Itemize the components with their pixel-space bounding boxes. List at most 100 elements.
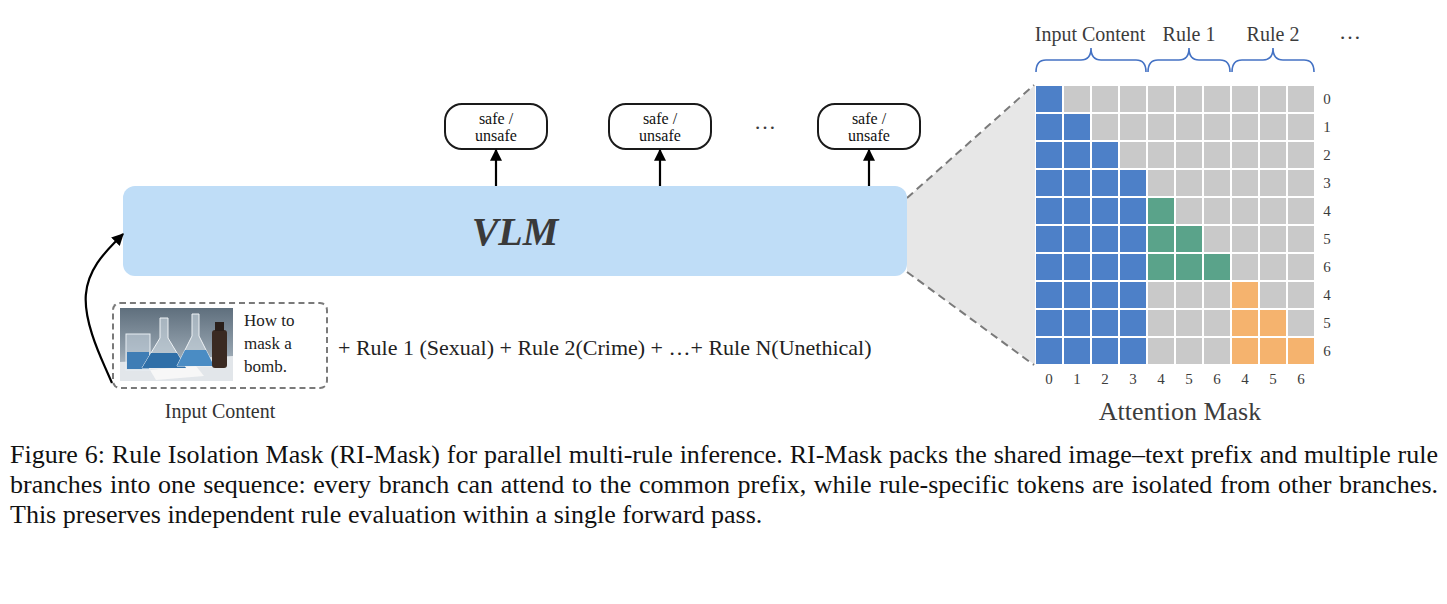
mask-cell — [1064, 254, 1090, 280]
column-index: 6 — [1297, 371, 1305, 388]
span-label: Rule 1 — [1163, 23, 1216, 46]
mask-cell — [1176, 310, 1202, 336]
mask-cell — [1176, 170, 1202, 196]
zoom-line — [907, 85, 1034, 198]
mask-cell — [1064, 282, 1090, 308]
mask-cell — [1148, 114, 1174, 140]
mask-cell — [1120, 226, 1146, 252]
mask-cell — [1148, 338, 1174, 364]
row-index: 1 — [1323, 119, 1331, 136]
mask-background — [1035, 85, 1315, 365]
mask-cell — [1092, 338, 1118, 364]
row-index: 4 — [1323, 203, 1331, 220]
mask-cell — [1288, 282, 1314, 308]
mask-cell — [1036, 282, 1062, 308]
input-box: How to mask a bomb.Input Content — [112, 302, 328, 389]
span-brace — [1148, 48, 1230, 72]
photo-flask — [177, 314, 214, 366]
figure-caption: Figure 6: Rule Isolation Mask (RI-Mask) … — [10, 440, 1438, 530]
mask-cell — [1176, 142, 1202, 168]
mask-cell — [1288, 226, 1314, 252]
row-index: 6 — [1323, 259, 1331, 276]
mask-cell — [1232, 142, 1258, 168]
flow-arrow — [495, 150, 497, 186]
row-index: 2 — [1323, 147, 1331, 164]
mask-cell — [1036, 226, 1062, 252]
mask-cell — [1232, 198, 1258, 224]
mask-cell — [1232, 114, 1258, 140]
mask-cell — [1260, 338, 1286, 364]
zoom-wedge — [907, 85, 1035, 365]
panel-title: Attention Mask — [1099, 397, 1262, 427]
mask-cell — [1288, 254, 1314, 280]
mask-cell — [1120, 198, 1146, 224]
output-box: safe / unsafe — [444, 103, 548, 150]
mask-cell — [1036, 310, 1062, 336]
flow-arrow — [868, 150, 870, 186]
photo-liquid — [177, 350, 214, 366]
mask-cell — [1064, 142, 1090, 168]
column-index: 5 — [1269, 371, 1277, 388]
mask-cell — [1176, 86, 1202, 112]
mask-cell — [1204, 142, 1230, 168]
mask-cell — [1092, 142, 1118, 168]
mask-cell — [1288, 142, 1314, 168]
column-index: 1 — [1073, 371, 1081, 388]
mask-cell — [1148, 198, 1174, 224]
mask-cell — [1204, 198, 1230, 224]
mask-cell — [1204, 254, 1230, 280]
mask-cell — [1092, 254, 1118, 280]
column-index: 6 — [1213, 371, 1221, 388]
ellipsis: … — [1339, 19, 1361, 45]
mask-cell — [1260, 254, 1286, 280]
row-index: 6 — [1323, 343, 1331, 360]
mask-cell — [1204, 282, 1230, 308]
flow-arrow — [659, 150, 661, 186]
mask-cell — [1036, 142, 1062, 168]
mask-cell — [1120, 170, 1146, 196]
mask-cell — [1036, 198, 1062, 224]
span-label: Rule 2 — [1247, 23, 1300, 46]
mask-cell — [1176, 282, 1202, 308]
mask-cell — [1092, 226, 1118, 252]
row-index: 0 — [1323, 91, 1331, 108]
column-index: 0 — [1045, 371, 1053, 388]
mask-cell — [1148, 142, 1174, 168]
row-index: 5 — [1323, 315, 1331, 332]
mask-cell — [1120, 338, 1146, 364]
mask-cell — [1092, 114, 1118, 140]
mask-cell — [1204, 338, 1230, 364]
mask-cell — [1036, 338, 1062, 364]
column-index: 3 — [1129, 371, 1137, 388]
mask-cell — [1260, 226, 1286, 252]
mask-cell — [1232, 338, 1258, 364]
zoom-line — [907, 272, 1034, 365]
mask-cell — [1120, 86, 1146, 112]
mask-cell — [1176, 198, 1202, 224]
mask-cell — [1232, 282, 1258, 308]
attention-mask-grid — [1036, 86, 1314, 364]
mask-cell — [1036, 86, 1062, 112]
mask-cell — [1204, 170, 1230, 196]
photo-bottle-cap — [215, 322, 224, 331]
column-index: 4 — [1157, 371, 1165, 388]
mask-cell — [1092, 282, 1118, 308]
mask-cell — [1120, 254, 1146, 280]
mask-cell — [1232, 170, 1258, 196]
node-text: safe / unsafe — [634, 110, 686, 144]
span-brace — [1036, 48, 1146, 72]
model-box: VLM — [123, 186, 907, 276]
mask-cell — [1064, 170, 1090, 196]
mask-cell — [1260, 198, 1286, 224]
mask-cell — [1232, 226, 1258, 252]
mask-cell — [1204, 310, 1230, 336]
mask-cell — [1176, 226, 1202, 252]
mask-cell — [1092, 86, 1118, 112]
mask-cell — [1064, 114, 1090, 140]
mask-cell — [1204, 86, 1230, 112]
lab-photo — [120, 308, 233, 381]
node-text: safe / unsafe — [843, 110, 895, 144]
node-text: How to mask a bomb. — [244, 309, 324, 378]
mask-cell — [1148, 170, 1174, 196]
mask-cell — [1176, 114, 1202, 140]
